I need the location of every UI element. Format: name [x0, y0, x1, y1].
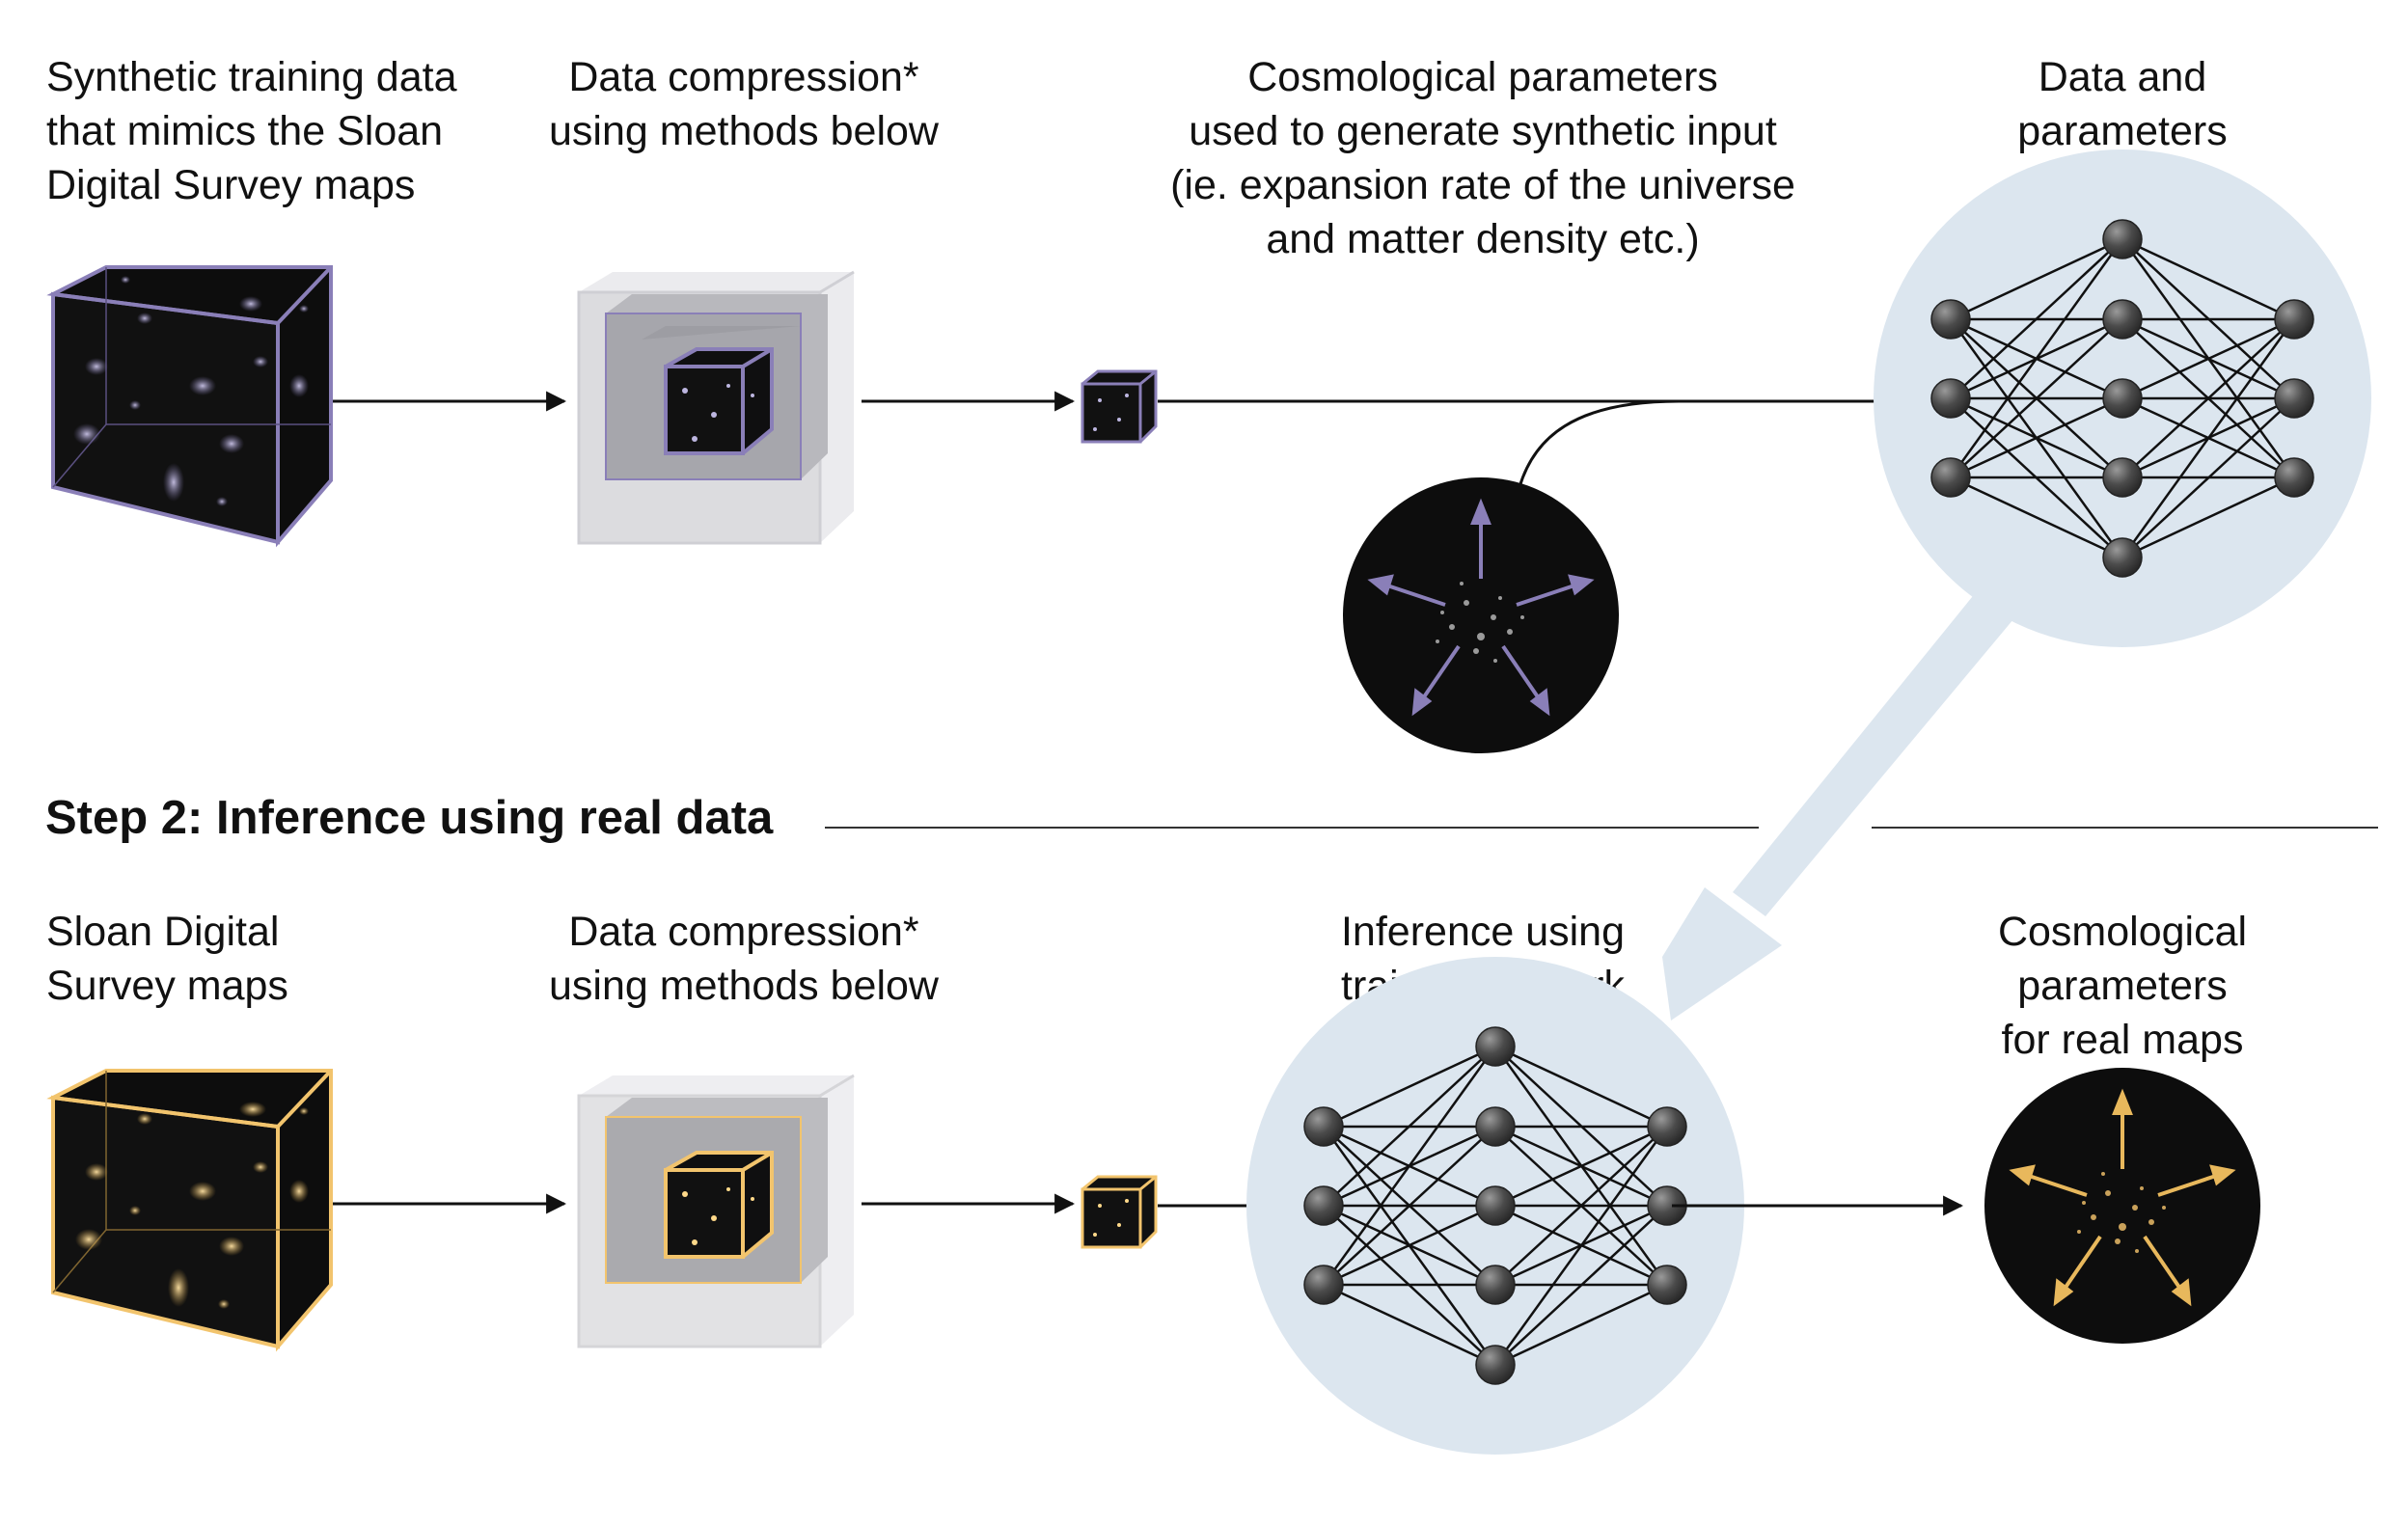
network-edge — [1950, 476, 2123, 559]
output-params-disc — [1984, 1068, 2260, 1344]
step2-title: Step 2: Inference using real data — [45, 792, 774, 844]
training-network — [1874, 150, 2371, 647]
compression-label-top: Data compression* using methods below — [549, 54, 939, 154]
network-edge — [1322, 1046, 1497, 1286]
network-node — [1303, 1265, 1344, 1305]
network-edge — [1323, 1126, 1496, 1286]
network-edge — [2121, 318, 2296, 558]
network-node — [1930, 378, 1971, 419]
network-node — [1647, 1106, 1687, 1147]
network-edge — [1323, 1283, 1496, 1367]
real-maps-label: Sloan Digital Survey maps — [46, 909, 288, 1009]
network-node — [2102, 219, 2143, 259]
network-node — [1930, 299, 1971, 340]
network-node — [1475, 1185, 1516, 1226]
network-edge — [1494, 1125, 1668, 1208]
network-edge — [2121, 237, 2295, 321]
network-edge — [2121, 317, 2295, 400]
network-node — [2274, 299, 2314, 340]
cosmological-params-label: Cosmological parameters used to generate… — [1170, 54, 1795, 262]
output-params-label: Cosmological parameters for real maps — [1997, 909, 2248, 1063]
network-edge — [1323, 1046, 1496, 1207]
network-node — [1303, 1106, 1344, 1147]
network-edge — [2121, 476, 2295, 559]
network-node — [2274, 378, 2314, 419]
network-edge — [1950, 238, 2123, 399]
network-node — [2102, 457, 2143, 498]
network-edge — [1494, 1045, 1668, 1129]
synthetic-data-label: Synthetic training data that mimics the … — [46, 54, 457, 208]
network-node — [1475, 1265, 1516, 1305]
network-edge — [1323, 1045, 1496, 1129]
network-edge — [2121, 397, 2295, 558]
network-edge — [2121, 318, 2295, 478]
synthetic-params-disc — [1343, 477, 1619, 753]
compression-label-bottom: Data compression* using methods below — [549, 909, 939, 1009]
network-node — [1930, 457, 1971, 498]
network-edge — [1493, 1126, 1669, 1366]
real-data-cube — [46, 1069, 333, 1352]
inference-network — [1246, 957, 1744, 1455]
network-edge — [1494, 1126, 1668, 1286]
network-edge — [1950, 396, 2123, 479]
network-node — [1475, 1345, 1516, 1385]
real-small-cube — [1081, 1175, 1158, 1249]
network-node — [1303, 1185, 1344, 1226]
network-edge — [1949, 238, 2124, 478]
network-node — [2102, 537, 2143, 578]
synthetic-small-cube — [1081, 369, 1158, 444]
network-node — [2102, 378, 2143, 419]
real-compression-stack — [577, 1074, 855, 1348]
network-edge — [1494, 1283, 1668, 1367]
network-edge — [1494, 1205, 1668, 1366]
network-edge — [1950, 237, 2123, 321]
network-edge — [1950, 318, 2123, 478]
network-node — [1475, 1106, 1516, 1147]
halo-transfer-arrow — [1662, 586, 2013, 1021]
network-node — [2274, 457, 2314, 498]
network-edge — [1323, 1204, 1496, 1287]
params-merge-curve — [1518, 399, 1680, 488]
network-node — [1647, 1265, 1687, 1305]
synthetic-data-cube — [46, 265, 333, 548]
network-node — [2102, 299, 2143, 340]
synthetic-compression-stack — [577, 270, 855, 545]
network-node — [1475, 1026, 1516, 1067]
